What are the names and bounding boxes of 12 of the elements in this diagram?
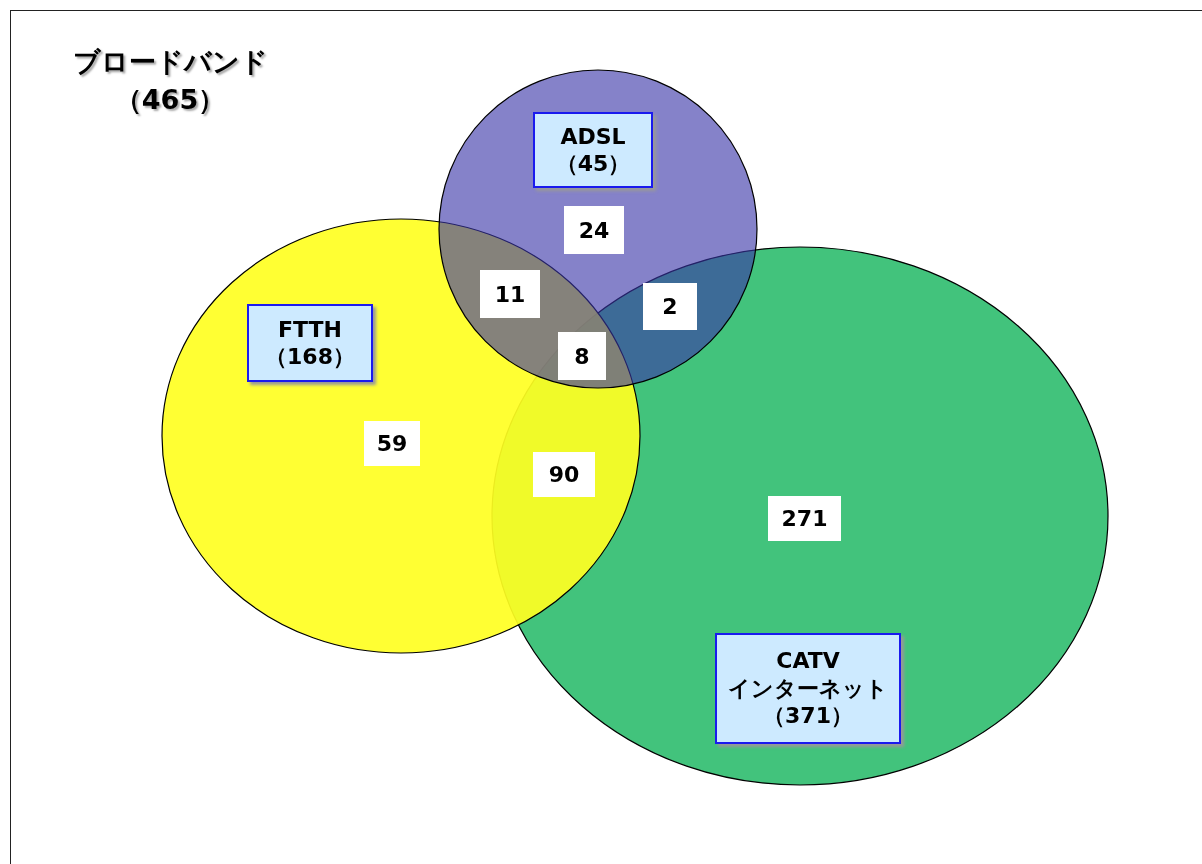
set-label: ADSL （45） — [533, 112, 653, 188]
count-label: 271 — [768, 496, 841, 541]
venn-frame — [10, 10, 1202, 864]
count-label: 90 — [533, 452, 595, 497]
set-label: CATV インターネット（371） — [715, 633, 901, 744]
set-label: FTTH （168） — [247, 304, 373, 382]
count-label: 59 — [364, 421, 420, 466]
set-title: ブロードバンド（465） — [71, 45, 269, 117]
count-label: 8 — [558, 332, 606, 380]
count-label: 24 — [564, 206, 624, 254]
count-label: 2 — [643, 283, 697, 330]
count-label: 11 — [480, 270, 540, 318]
